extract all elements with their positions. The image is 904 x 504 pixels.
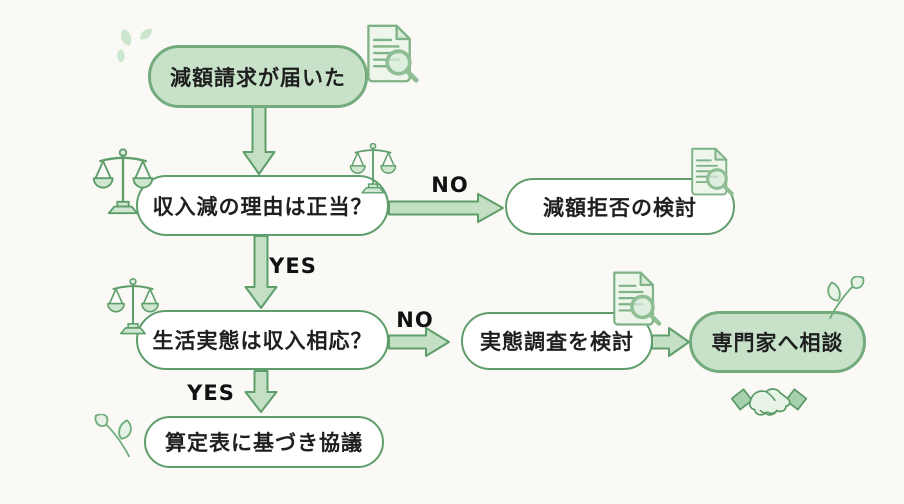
handshake-icon bbox=[730, 378, 808, 426]
node-table-negotiation: 算定表に基づき協議 bbox=[144, 416, 384, 468]
scales-of-justice-icon bbox=[348, 141, 398, 195]
node-lifestyle-question: 生活実態は収入相応？ bbox=[136, 310, 389, 370]
scales-of-justice-icon bbox=[106, 276, 160, 336]
node-expert-consult-label: 専門家へ相談 bbox=[711, 331, 844, 355]
node-received: 減額請求が届いた bbox=[148, 45, 368, 108]
document-magnifier-icon bbox=[607, 270, 662, 328]
leaf-decoration-icon bbox=[94, 412, 140, 460]
arrow-down-yes-1 bbox=[244, 235, 278, 309]
node-lifestyle-label: 生活実態は収入相応？ bbox=[152, 329, 373, 353]
edge-label-no-2: NO bbox=[396, 308, 434, 332]
leaf-decoration-icon bbox=[113, 27, 157, 67]
node-expert-consult: 専門家へ相談 bbox=[689, 311, 866, 373]
node-survey-review-label: 実態調査を検討 bbox=[480, 330, 634, 354]
arrow-right-no-2 bbox=[388, 327, 450, 357]
node-reject-review-label: 減額拒否の検討 bbox=[543, 195, 697, 220]
arrow-down-1 bbox=[242, 105, 276, 175]
node-income-reason-label: 収入減の理由は正当？ bbox=[152, 194, 373, 219]
arrow-right-no-1 bbox=[388, 193, 504, 223]
node-received-label: 減額請求が届いた bbox=[170, 65, 346, 90]
arrow-down-yes-2 bbox=[244, 370, 278, 413]
node-income-reason-question: 収入減の理由は正当？ bbox=[136, 175, 389, 236]
document-magnifier-icon bbox=[686, 146, 734, 198]
leaf-decoration-icon bbox=[818, 276, 866, 320]
scales-of-justice-icon bbox=[92, 146, 154, 216]
edge-label-yes-2: YES bbox=[187, 381, 235, 405]
edge-label-no-1: NO bbox=[431, 173, 469, 197]
edge-label-yes-1: YES bbox=[269, 254, 317, 278]
document-magnifier-icon bbox=[360, 23, 420, 85]
arrow-right-expert bbox=[651, 327, 690, 357]
node-table-negotiation-label: 算定表に基づき協議 bbox=[165, 431, 363, 455]
